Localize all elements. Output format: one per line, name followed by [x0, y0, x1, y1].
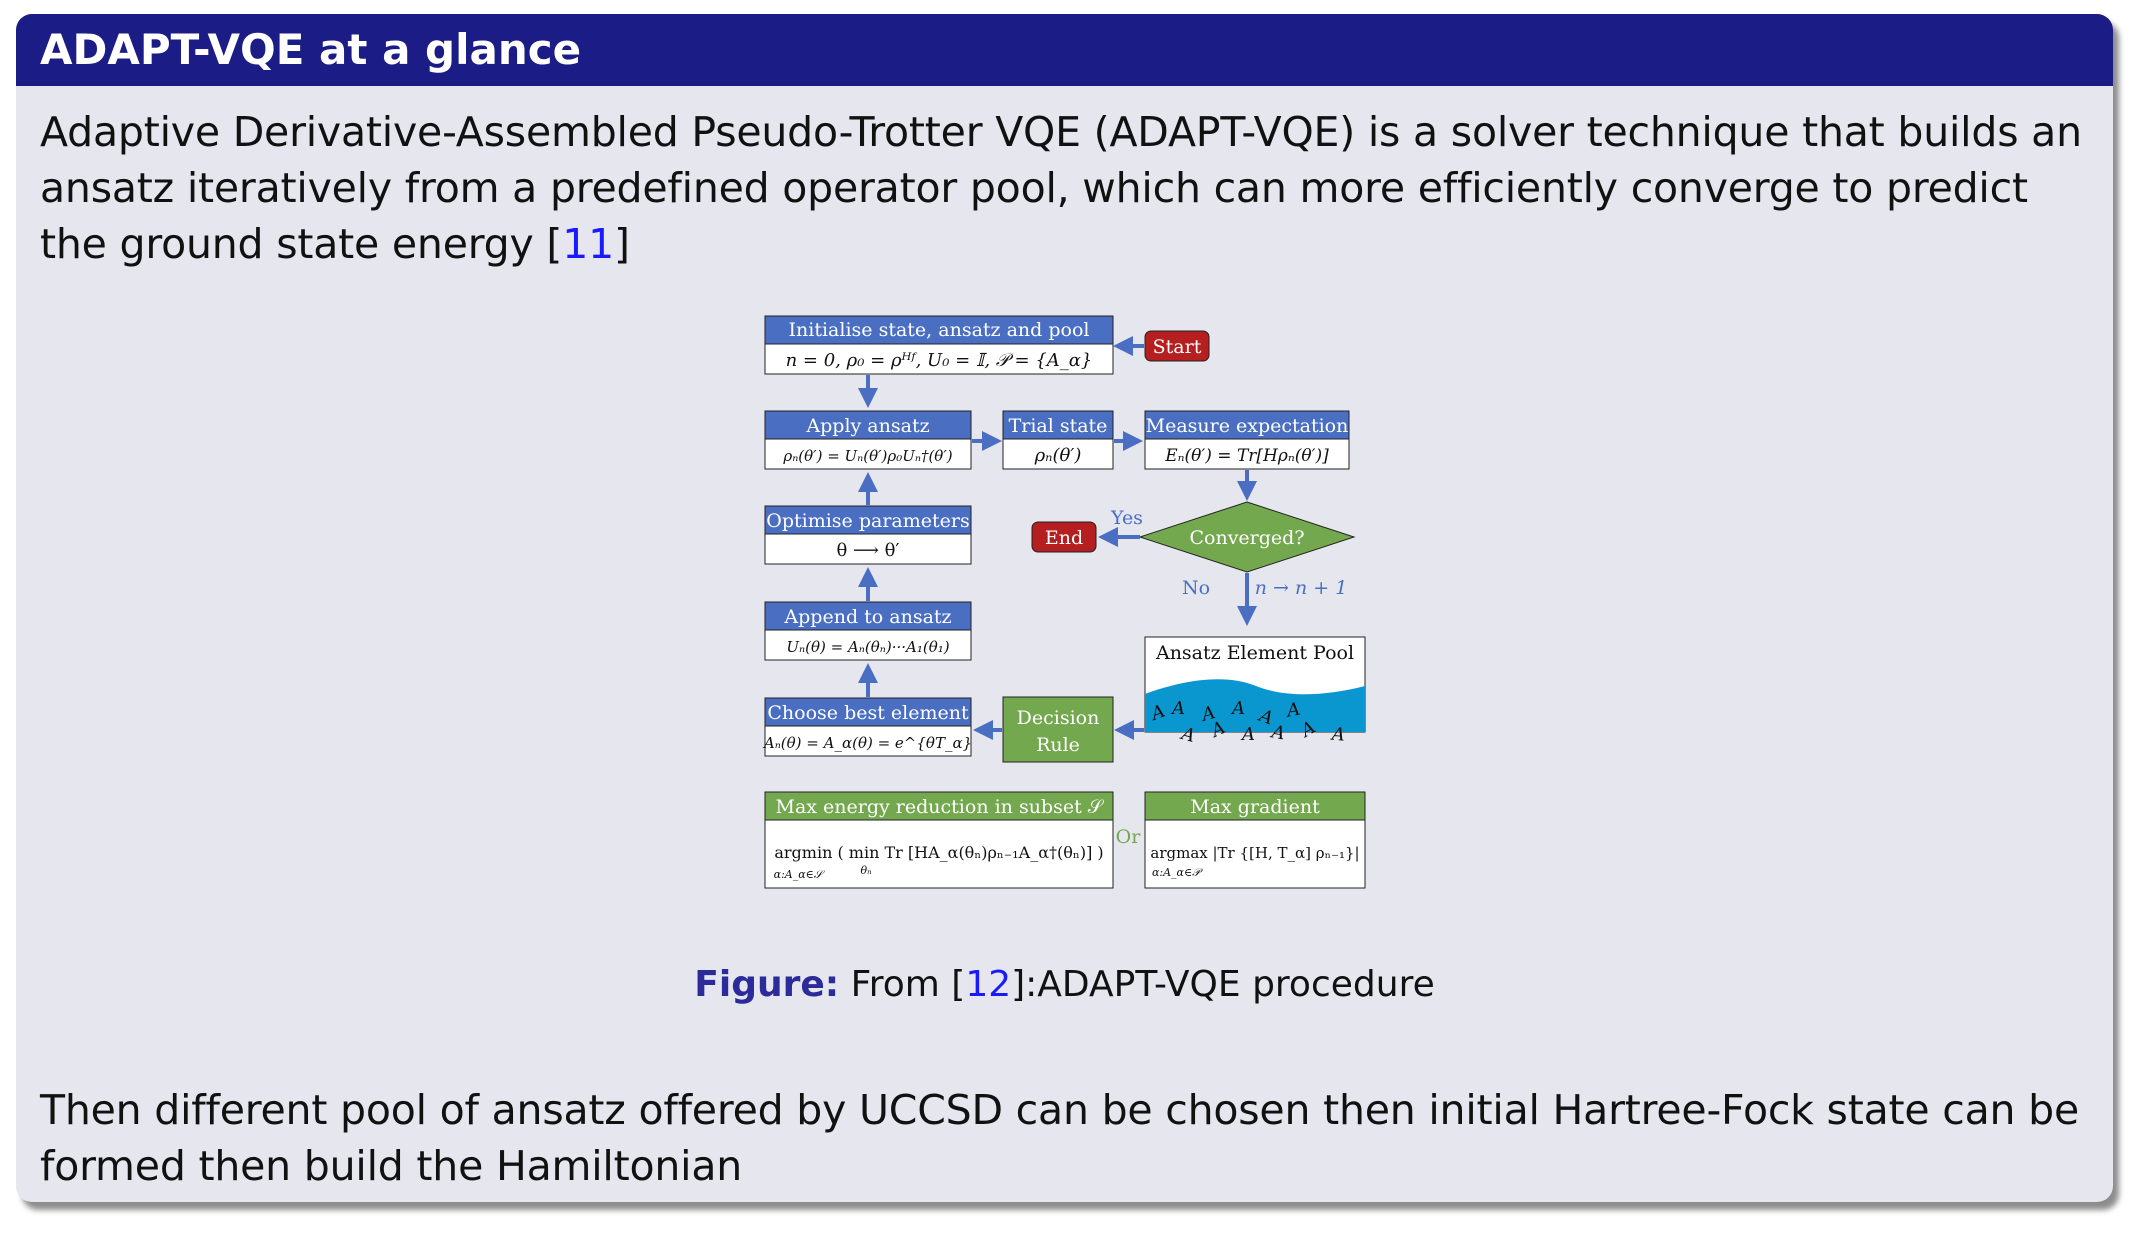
optimise-body: θ ⟶ θ′: [836, 540, 899, 561]
converged-label: Converged?: [1189, 527, 1304, 549]
measure-header: Measure expectation: [1146, 415, 1349, 437]
block-title: ADAPT-VQE at a glance: [16, 14, 2113, 86]
init-body: n = 0, ρ₀ = ρᴴᶠ, U₀ = 𝕀, 𝒫 = {A_α}: [786, 350, 1093, 371]
start-label: Start: [1153, 336, 1202, 358]
svg-text:A: A: [1198, 702, 1218, 726]
intro-text-end: ]: [613, 220, 630, 268]
max-gradient-box: Max gradient argmax |Tr {[H, T_α] ρₙ₋₁}|…: [1144, 791, 1366, 889]
outro-paragraph: Then different pool of ansatz offered by…: [40, 1086, 2079, 1190]
intro-paragraph: Adaptive Derivative-Assembled Pseudo-Tro…: [40, 104, 2090, 272]
svg-text:A: A: [1230, 698, 1245, 719]
caption-citation-link[interactable]: 12: [965, 964, 1012, 1005]
measure-body: Eₙ(θ′) = Tr[Hρₙ(θ′)]: [1164, 446, 1329, 466]
measure-box: Measure expectation Eₙ(θ′) = Tr[Hρₙ(θ′)]: [1144, 410, 1350, 470]
max-gradient-body: argmax |Tr {[H, T_α] ρₙ₋₁}|: [1150, 844, 1359, 862]
svg-text:A: A: [1268, 721, 1286, 744]
caption-post: ]:ADAPT-VQE procedure: [1011, 964, 1435, 1005]
or-label: Or: [1116, 826, 1142, 848]
pool-title: Ansatz Element Pool: [1155, 642, 1354, 664]
end-label: End: [1045, 527, 1083, 549]
max-energy-sub1: α:A_α∈𝒮: [774, 868, 826, 881]
apply-body: ρₙ(θ′) = Uₙ(θ′)ρ₀Uₙ†(θ′): [782, 447, 952, 465]
optimise-header: Optimise parameters: [766, 510, 969, 532]
choose-body: Aₙ(θ) = A_α(θ) = e^{θT_α}: [762, 734, 972, 752]
svg-text:A: A: [1170, 698, 1185, 719]
max-energy-sub2: θₙ: [860, 864, 871, 877]
append-body: Uₙ(θ) = Aₙ(θₙ)···A₁(θ₁): [786, 638, 949, 656]
append-header: Append to ansatz: [783, 606, 951, 628]
no-label: No: [1182, 577, 1210, 599]
converged-diamond: Converged?: [1138, 501, 1356, 573]
max-energy-header: Max energy reduction in subset 𝒮: [776, 796, 1105, 818]
start-node: Start: [1144, 330, 1210, 362]
trial-header: Trial state: [1009, 415, 1108, 437]
figure-caption: Figure: From [12]:ADAPT-VQE procedure: [16, 964, 2113, 1005]
svg-text:A: A: [1329, 724, 1346, 746]
caption-pre: From [: [850, 964, 966, 1005]
max-gradient-sub: α:A_α∈𝒫: [1152, 866, 1203, 879]
apply-ansatz-box: Apply ansatz ρₙ(θ′) = Uₙ(θ′)ρ₀Uₙ†(θ′): [764, 410, 972, 470]
slide-block: ADAPT-VQE at a glance Adaptive Derivativ…: [16, 14, 2113, 1202]
choose-header: Choose best element: [767, 702, 969, 724]
apply-header: Apply ansatz: [805, 415, 929, 437]
caption-label: Figure:: [694, 964, 840, 1005]
trial-state-box: Trial state ρₙ(θ′): [1002, 410, 1114, 470]
append-box: Append to ansatz Uₙ(θ) = Aₙ(θₙ)···A₁(θ₁): [764, 601, 972, 661]
optimise-box: Optimise parameters θ ⟶ θ′: [764, 505, 972, 565]
init-box: Initialise state, ansatz and pool n = 0,…: [764, 315, 1114, 375]
init-header: Initialise state, ansatz and pool: [789, 319, 1090, 341]
decision-line2: Rule: [1036, 734, 1080, 756]
intro-citation-link[interactable]: 11: [562, 220, 614, 268]
choose-best-box: Choose best element Aₙ(θ) = A_α(θ) = e^{…: [762, 697, 972, 757]
adapt-vqe-flow-diagram: Initialise state, ansatz and pool n = 0,…: [762, 315, 1366, 889]
trial-body: ρₙ(θ′): [1034, 445, 1082, 466]
svg-text:A: A: [1177, 723, 1197, 747]
max-energy-body: argmin ( min Tr [HA_α(θₙ)ρₙ₋₁A_α†(θₙ)] ): [774, 843, 1103, 862]
max-gradient-header: Max gradient: [1190, 796, 1320, 818]
increment-label: n → n + 1: [1255, 577, 1348, 599]
svg-text:A: A: [1283, 699, 1301, 722]
intro-text: Adaptive Derivative-Assembled Pseudo-Tro…: [40, 108, 2082, 268]
yes-label: Yes: [1110, 507, 1143, 529]
decision-line1: Decision: [1017, 707, 1100, 729]
svg-text:A: A: [1240, 724, 1255, 745]
decision-rule-box: Decision Rule: [1002, 696, 1114, 763]
max-energy-box: Max energy reduction in subset 𝒮 argmin …: [764, 791, 1114, 889]
ansatz-pool-box: Ansatz Element Pool A A A A A A A A A A …: [1144, 636, 1366, 747]
end-node: End: [1031, 521, 1097, 553]
